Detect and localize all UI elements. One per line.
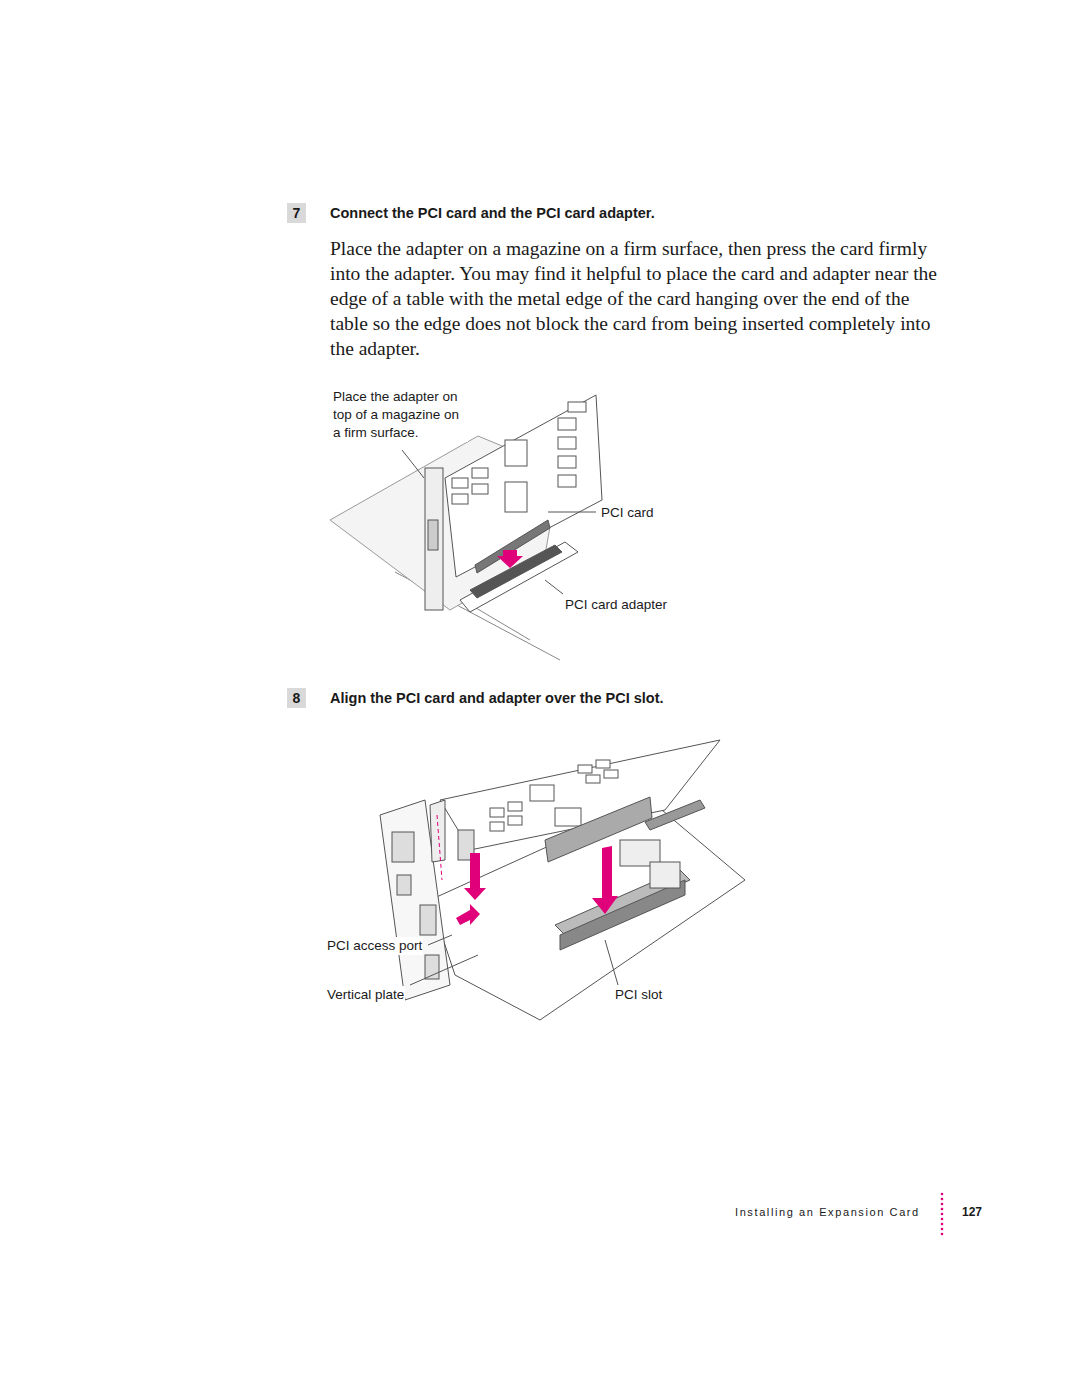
footer-dots [941,1193,944,1236]
callout-label: PCI card [600,504,655,522]
card-over-slot [380,740,745,1020]
callout-label: Place the adapter on top of a magazine o… [332,388,468,442]
body-paragraph: Place the adapter on a magazine on a fir… [330,236,942,361]
callout-label: PCI card adapter [564,596,668,614]
step-heading: Align the PCI card and adapter over the … [330,690,664,706]
step-number: 7 [287,203,306,223]
page-number: 127 [962,1205,982,1219]
step-number: 8 [287,688,306,708]
callout-label: PCI slot [614,986,663,1004]
running-footer: Installing an Expansion Card [735,1206,920,1218]
callout-label: PCI access port [326,937,423,955]
callout-label: Vertical plate [326,986,405,1004]
step-heading: Connect the PCI card and the PCI card ad… [330,205,655,221]
